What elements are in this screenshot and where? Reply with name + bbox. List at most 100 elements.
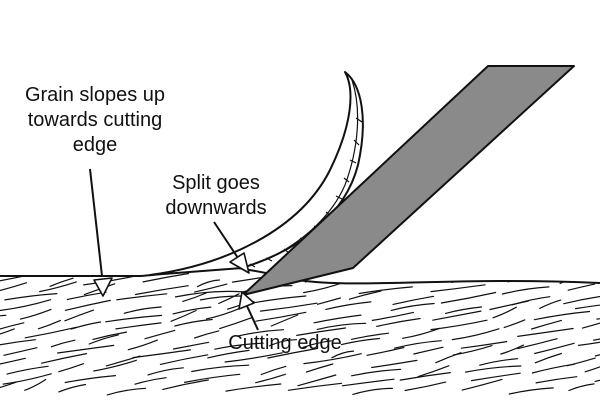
- grain-stroke: [224, 352, 283, 363]
- grain-stroke: [123, 306, 162, 314]
- grain-stroke: [390, 302, 435, 311]
- grain-stroke: [501, 286, 550, 295]
- grain-stroke: [287, 382, 343, 391]
- grain-stroke: [116, 293, 168, 301]
- grain-stroke: [142, 272, 190, 283]
- grain-stroke: [534, 342, 575, 355]
- grain-stroke: [594, 348, 600, 357]
- grain-stroke: [2, 373, 52, 385]
- grain-stroke: [297, 374, 337, 387]
- grain-stroke: [325, 301, 372, 310]
- grain-stroke: [445, 306, 483, 314]
- grain-stroke: [371, 311, 414, 321]
- grain-stroke: [351, 368, 402, 377]
- grain-stroke: [316, 322, 367, 330]
- grain-stroke: [0, 328, 15, 338]
- arrow-split: [213, 221, 250, 274]
- grain-stroke: [106, 387, 147, 396]
- grain-stroke: [6, 365, 49, 375]
- grain-stroke: [196, 279, 220, 288]
- grain-stroke: [64, 299, 111, 311]
- grain-stroke: [49, 277, 74, 287]
- grain-stroke: [492, 306, 517, 319]
- grain-stroke: [182, 292, 207, 302]
- grain-stroke: [134, 377, 167, 385]
- grain-stroke: [302, 340, 332, 348]
- grain-stroke: [93, 359, 137, 372]
- grain-stroke: [0, 322, 25, 333]
- grain-stroke: [399, 372, 451, 381]
- grain-stroke: [255, 373, 286, 384]
- grain-stroke: [260, 365, 287, 376]
- grain-stroke: [435, 352, 462, 364]
- grain-stroke: [147, 367, 184, 376]
- grain-stroke: [219, 317, 252, 330]
- grain-stroke: [92, 331, 128, 340]
- grain-stroke: [105, 355, 141, 367]
- grain-stroke: [0, 357, 26, 366]
- grain-stroke: [341, 378, 395, 387]
- grain-stroke: [37, 319, 61, 330]
- grain-stroke: [479, 358, 519, 366]
- grain-stroke: [4, 293, 58, 301]
- grain-stroke: [470, 372, 521, 382]
- grain-stroke: [578, 335, 600, 346]
- grain-stroke: [249, 295, 307, 304]
- grain-stroke: [594, 371, 600, 382]
- grain-stroke: [345, 272, 388, 284]
- grain-stroke: [534, 352, 562, 364]
- grain-stroke: [191, 364, 250, 373]
- grain-stroke: [404, 381, 447, 392]
- grain-stroke: [214, 342, 264, 350]
- arrow-grain: [89, 168, 113, 297]
- grain-stroke: [57, 344, 115, 354]
- split-tear: [174, 290, 246, 301]
- grain-stroke: [503, 319, 526, 329]
- arrow-icon: [238, 291, 255, 310]
- grain-stroke: [592, 331, 600, 341]
- label-line: Split goes: [172, 172, 260, 194]
- grain-stroke: [132, 349, 191, 359]
- grain-stroke: [348, 290, 382, 300]
- grain-stroke: [0, 381, 17, 392]
- label-split-downwards: Split goes downwards: [146, 171, 286, 221]
- grain-stroke: [531, 319, 562, 330]
- grain-stroke: [371, 359, 418, 369]
- grain-stroke: [39, 281, 77, 293]
- grain-stroke: [539, 299, 562, 309]
- grain-stroke: [316, 297, 341, 305]
- grain-stroke: [461, 378, 503, 391]
- grain-stroke: [24, 326, 77, 339]
- grain-stroke: [352, 387, 393, 395]
- grain-stroke: [568, 383, 595, 392]
- grain-stroke: [268, 339, 297, 347]
- label-line: Cutting edge: [228, 332, 342, 354]
- grain-stroke: [0, 272, 37, 283]
- grain-stroke: [0, 282, 27, 294]
- label-cutting-edge: Cutting edge: [205, 331, 365, 356]
- grain-stroke: [236, 329, 284, 337]
- grain-stroke: [255, 311, 307, 322]
- grain-stroke: [313, 314, 362, 324]
- grain-stroke: [194, 330, 220, 339]
- shaving-inner-edge: [269, 79, 359, 259]
- grain-stroke: [533, 310, 591, 321]
- grain-stroke: [451, 328, 500, 341]
- arrow-icon: [93, 277, 113, 297]
- grain-stroke: [50, 339, 76, 348]
- grain-stroke: [88, 334, 119, 345]
- label-grain-slopes: Grain slopes up towards cutting edge: [0, 83, 190, 158]
- grain-stroke: [3, 347, 38, 356]
- grain-stroke: [172, 341, 210, 350]
- grain-stroke: [417, 365, 450, 378]
- grain-stroke: [194, 283, 228, 293]
- grain-stroke: [340, 337, 380, 346]
- arrow-icon: [229, 252, 250, 274]
- label-line: downwards: [165, 197, 267, 219]
- grain-stroke: [489, 300, 529, 311]
- arrow-cutting-edge: [238, 291, 259, 331]
- grain-stroke: [517, 338, 558, 350]
- grain-stroke: [174, 318, 213, 327]
- grain-stroke: [508, 387, 554, 395]
